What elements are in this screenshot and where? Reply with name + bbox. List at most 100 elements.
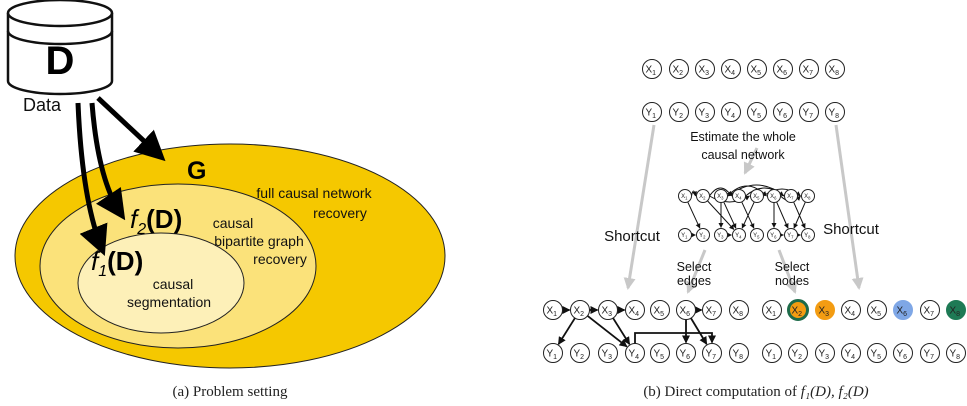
bipartite-y7-node: Y7 — [702, 343, 722, 363]
svg-text:Y5: Y5 — [654, 349, 665, 362]
shortcut-left-label: Shortcut — [604, 228, 661, 245]
svg-text:X4: X4 — [845, 306, 856, 319]
svg-text:X5: X5 — [753, 194, 760, 201]
top-x5-node: X5 — [747, 59, 767, 79]
svg-text:Y7: Y7 — [924, 349, 935, 362]
svg-text:X1: X1 — [766, 306, 777, 319]
bipartite-y8-node: Y8 — [729, 343, 749, 363]
svg-text:Y6: Y6 — [770, 233, 777, 240]
svg-text:X3: X3 — [602, 306, 613, 319]
segmentation-x2-node: X2 — [787, 299, 809, 321]
top-x4-node: X4 — [721, 59, 741, 79]
bipartite-x3-node: X3 — [598, 300, 618, 320]
svg-text:X6: X6 — [897, 306, 908, 319]
mid-y8-node: Y8 — [801, 228, 815, 242]
svg-text:X6: X6 — [770, 194, 777, 201]
segmentation-x6-node: X6 — [893, 300, 913, 320]
select-nodes-line2: nodes — [775, 274, 809, 288]
top-y8-node: Y8 — [825, 102, 845, 122]
mid-y6-node: Y6 — [767, 228, 781, 242]
svg-text:X7: X7 — [924, 306, 935, 319]
svg-text:X4: X4 — [735, 194, 742, 201]
panel-a: D Data G full causal network recovery f2… — [6, 0, 446, 400]
estimate-text-line2: causal network — [701, 148, 785, 162]
bipartite-y2-node: Y2 — [570, 343, 590, 363]
segmentation-y2-node: Y2 — [788, 343, 808, 363]
svg-text:X4: X4 — [725, 65, 736, 78]
segmentation-y1-node: Y1 — [762, 343, 782, 363]
svg-text:X5: X5 — [751, 65, 762, 78]
segmentation-y4-node: Y4 — [841, 343, 861, 363]
bipartite-x2-node: X2 — [570, 300, 590, 320]
svg-text:X7: X7 — [787, 194, 794, 201]
shortcut-right-label: Shortcut — [823, 221, 880, 238]
estimate-text-line1: Estimate the whole — [690, 130, 796, 144]
mid-y4-node: Y4 — [732, 228, 746, 242]
top-x6-node: X6 — [773, 59, 793, 79]
segmentation-y5-node: Y5 — [867, 343, 887, 363]
middle-text-line2: bipartite graph — [214, 233, 304, 249]
arrow-to-f1 — [75, 102, 108, 256]
svg-text:Y6: Y6 — [777, 108, 788, 121]
segmentation-x3-node: X3 — [815, 300, 835, 320]
mid-x4-node: X4 — [732, 189, 746, 203]
g-label: G — [187, 157, 206, 185]
network-edge — [776, 201, 789, 229]
svg-text:Y2: Y2 — [792, 349, 803, 362]
svg-text:Y6: Y6 — [897, 349, 908, 362]
top-y4-node: Y4 — [721, 102, 741, 122]
select-edges-line2: edges — [677, 274, 711, 288]
svg-text:X6: X6 — [680, 306, 691, 319]
svg-text:Y4: Y4 — [735, 233, 742, 240]
bipartite-y4-node: Y4 — [625, 343, 645, 363]
svg-text:Y1: Y1 — [646, 108, 657, 121]
select-edges-arrow — [686, 249, 707, 294]
svg-text:X7: X7 — [803, 65, 814, 78]
bipartite-x7-node: X7 — [702, 300, 722, 320]
bipartite-edge — [612, 317, 631, 345]
svg-text:Y3: Y3 — [717, 233, 724, 240]
select-nodes-arrow — [777, 249, 798, 294]
segmentation-y3-node: Y3 — [815, 343, 835, 363]
inner-ellipse — [77, 232, 245, 334]
arrow-to-f2 — [89, 102, 126, 221]
svg-text:X4: X4 — [629, 306, 640, 319]
svg-text:Y7: Y7 — [787, 233, 794, 240]
shortcut-arrow-left — [623, 124, 656, 290]
top-y3-node: Y3 — [695, 102, 715, 122]
svg-text:Y8: Y8 — [950, 349, 961, 362]
network-edge — [709, 195, 750, 203]
outer-text-line2: recovery — [313, 205, 367, 221]
bipartite-x5-node: X5 — [650, 300, 670, 320]
svg-text:Y2: Y2 — [673, 108, 684, 121]
svg-text:X1: X1 — [646, 65, 657, 78]
top-y5-node: Y5 — [747, 102, 767, 122]
svg-text:Y4: Y4 — [725, 108, 736, 121]
svg-text:X8: X8 — [804, 194, 811, 201]
svg-text:X8: X8 — [733, 306, 744, 319]
bipartite-x8-node: X8 — [729, 300, 749, 320]
middle-text-line1: causal — [213, 215, 253, 231]
svg-text:X2: X2 — [792, 306, 803, 319]
top-y1-node: Y1 — [642, 102, 662, 122]
inner-text-line2: segmentation — [127, 294, 211, 310]
svg-text:Y1: Y1 — [681, 233, 688, 240]
bipartite-y3-node: Y3 — [598, 343, 618, 363]
mid-x2-node: X2 — [696, 189, 710, 203]
mid-y2-node: Y2 — [696, 228, 710, 242]
svg-text:X8: X8 — [829, 65, 840, 78]
svg-text:Y3: Y3 — [602, 349, 613, 362]
svg-text:Y6: Y6 — [680, 349, 691, 362]
svg-text:X7: X7 — [706, 306, 717, 319]
mid-y7-node: Y7 — [784, 228, 798, 242]
svg-text:X1: X1 — [681, 194, 688, 201]
network-edge — [691, 190, 698, 197]
svg-text:X5: X5 — [871, 306, 882, 319]
mid-y5-node: Y5 — [750, 228, 764, 242]
svg-text:Y8: Y8 — [733, 349, 744, 362]
